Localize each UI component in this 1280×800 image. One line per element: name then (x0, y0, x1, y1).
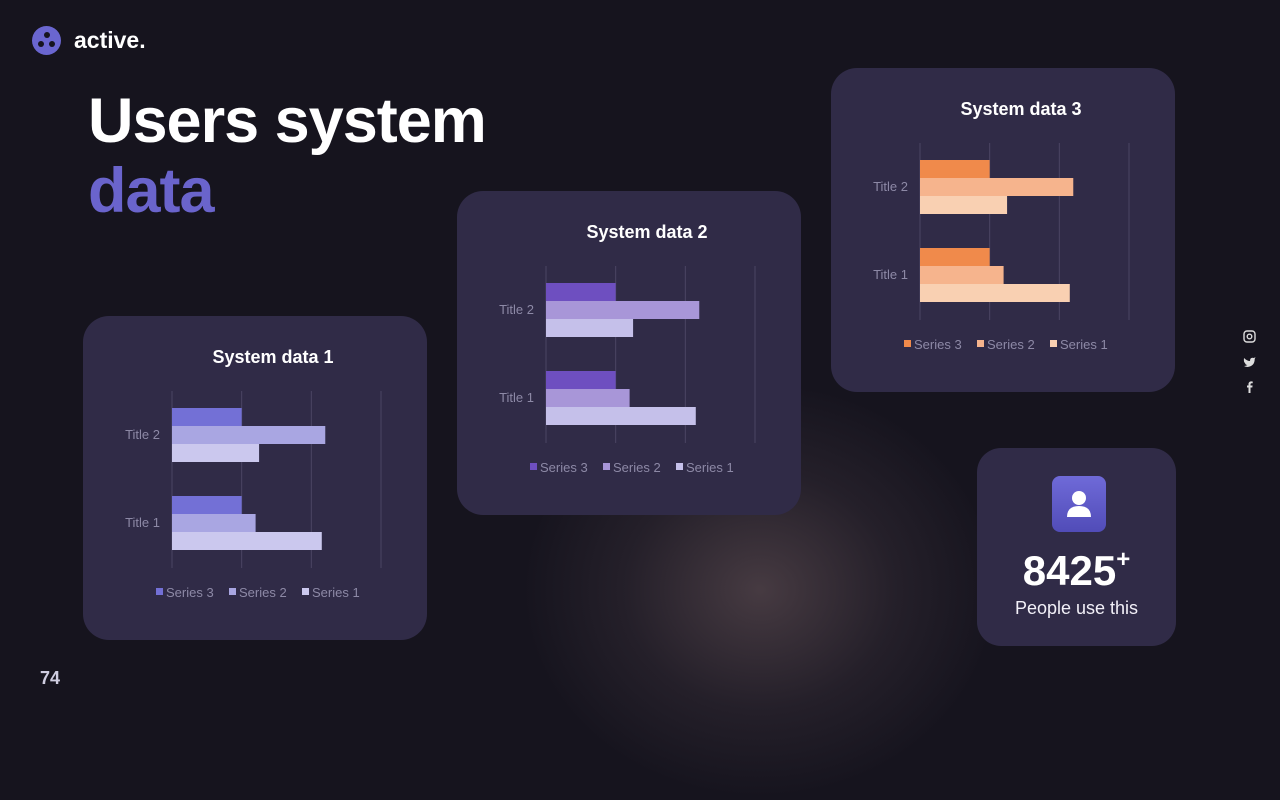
bar (920, 266, 1004, 284)
title-line-2: data (88, 156, 215, 226)
bar (546, 319, 634, 337)
category-label: Title 2 (125, 427, 160, 442)
legend-label: Series 3 (166, 585, 214, 600)
stat-card: 8425+ People use this (977, 448, 1176, 646)
legend-label: Series 1 (686, 460, 734, 475)
category-label: Title 1 (125, 515, 160, 530)
legend-label: Series 1 (312, 585, 360, 600)
bar (172, 408, 242, 426)
chart-card-2: System data 2 Title 1 Title 2 Series 3 Serie… (457, 191, 801, 515)
stat-label: People use this (1014, 598, 1139, 618)
legend-label: Series 3 (914, 337, 962, 352)
bar-chart: System data 2 Title 1 Title 2 Series 3 Serie… (499, 222, 756, 475)
stat-suffix: + (1116, 546, 1131, 573)
bar-chart: System data 3 Title 1 Title 2 Series 3 Serie… (873, 99, 1130, 352)
chart-title: System data 3 (960, 99, 1081, 119)
legend-swatch (676, 463, 683, 470)
bar-chart: System data 1 Title 1 Title 2 Series 3 Serie… (125, 347, 382, 600)
legend-swatch (156, 588, 163, 595)
chart-title: System data 2 (586, 222, 707, 242)
chart-card-1: System data 1 Title 1 Title 2 Series 3 Serie… (83, 316, 427, 640)
legend-swatch (229, 588, 236, 595)
bar (920, 160, 990, 178)
category-label: Title 2 (499, 302, 534, 317)
brand-logo: active. (32, 26, 146, 55)
bar (172, 426, 326, 444)
bar (546, 407, 696, 425)
legend-label: Series 2 (987, 337, 1035, 352)
bar (546, 389, 630, 407)
legend-swatch (530, 463, 537, 470)
logo-icon (32, 26, 61, 55)
bar (546, 301, 700, 319)
category-label: Title 2 (873, 179, 908, 194)
stat-number: 8425 (1022, 547, 1117, 594)
stat-value: 8425+ (977, 546, 1176, 595)
legend-label: Series 2 (613, 460, 661, 475)
category-label: Title 1 (873, 267, 908, 282)
brand-name: active. (74, 27, 146, 53)
legend-label: Series 3 (540, 460, 588, 475)
legend-swatch (603, 463, 610, 470)
legend-swatch (904, 340, 911, 347)
user-icon (1052, 476, 1106, 532)
bar (920, 284, 1070, 302)
legend-swatch (977, 340, 984, 347)
bar (172, 514, 256, 532)
legend-label: Series 1 (1060, 337, 1108, 352)
twitter-icon[interactable] (1243, 355, 1256, 368)
bar (546, 371, 616, 389)
bar (172, 496, 242, 514)
chart-card-3: System data 3 Title 1 Title 2 Series 3 Serie… (831, 68, 1175, 392)
category-label: Title 1 (499, 390, 534, 405)
facebook-icon[interactable] (1243, 380, 1256, 393)
page-number: 74 (40, 668, 61, 688)
bar (920, 196, 1008, 214)
title-line-1: Users system (88, 86, 487, 156)
bar (172, 444, 260, 462)
page-title: Users system data (88, 86, 487, 226)
instagram-icon[interactable] (1243, 330, 1256, 343)
bar (172, 532, 322, 550)
bar (920, 248, 990, 266)
chart-title: System data 1 (212, 347, 333, 367)
legend-swatch (1050, 340, 1057, 347)
bar (546, 283, 616, 301)
legend-label: Series 2 (239, 585, 287, 600)
legend-swatch (302, 588, 309, 595)
bar (920, 178, 1074, 196)
